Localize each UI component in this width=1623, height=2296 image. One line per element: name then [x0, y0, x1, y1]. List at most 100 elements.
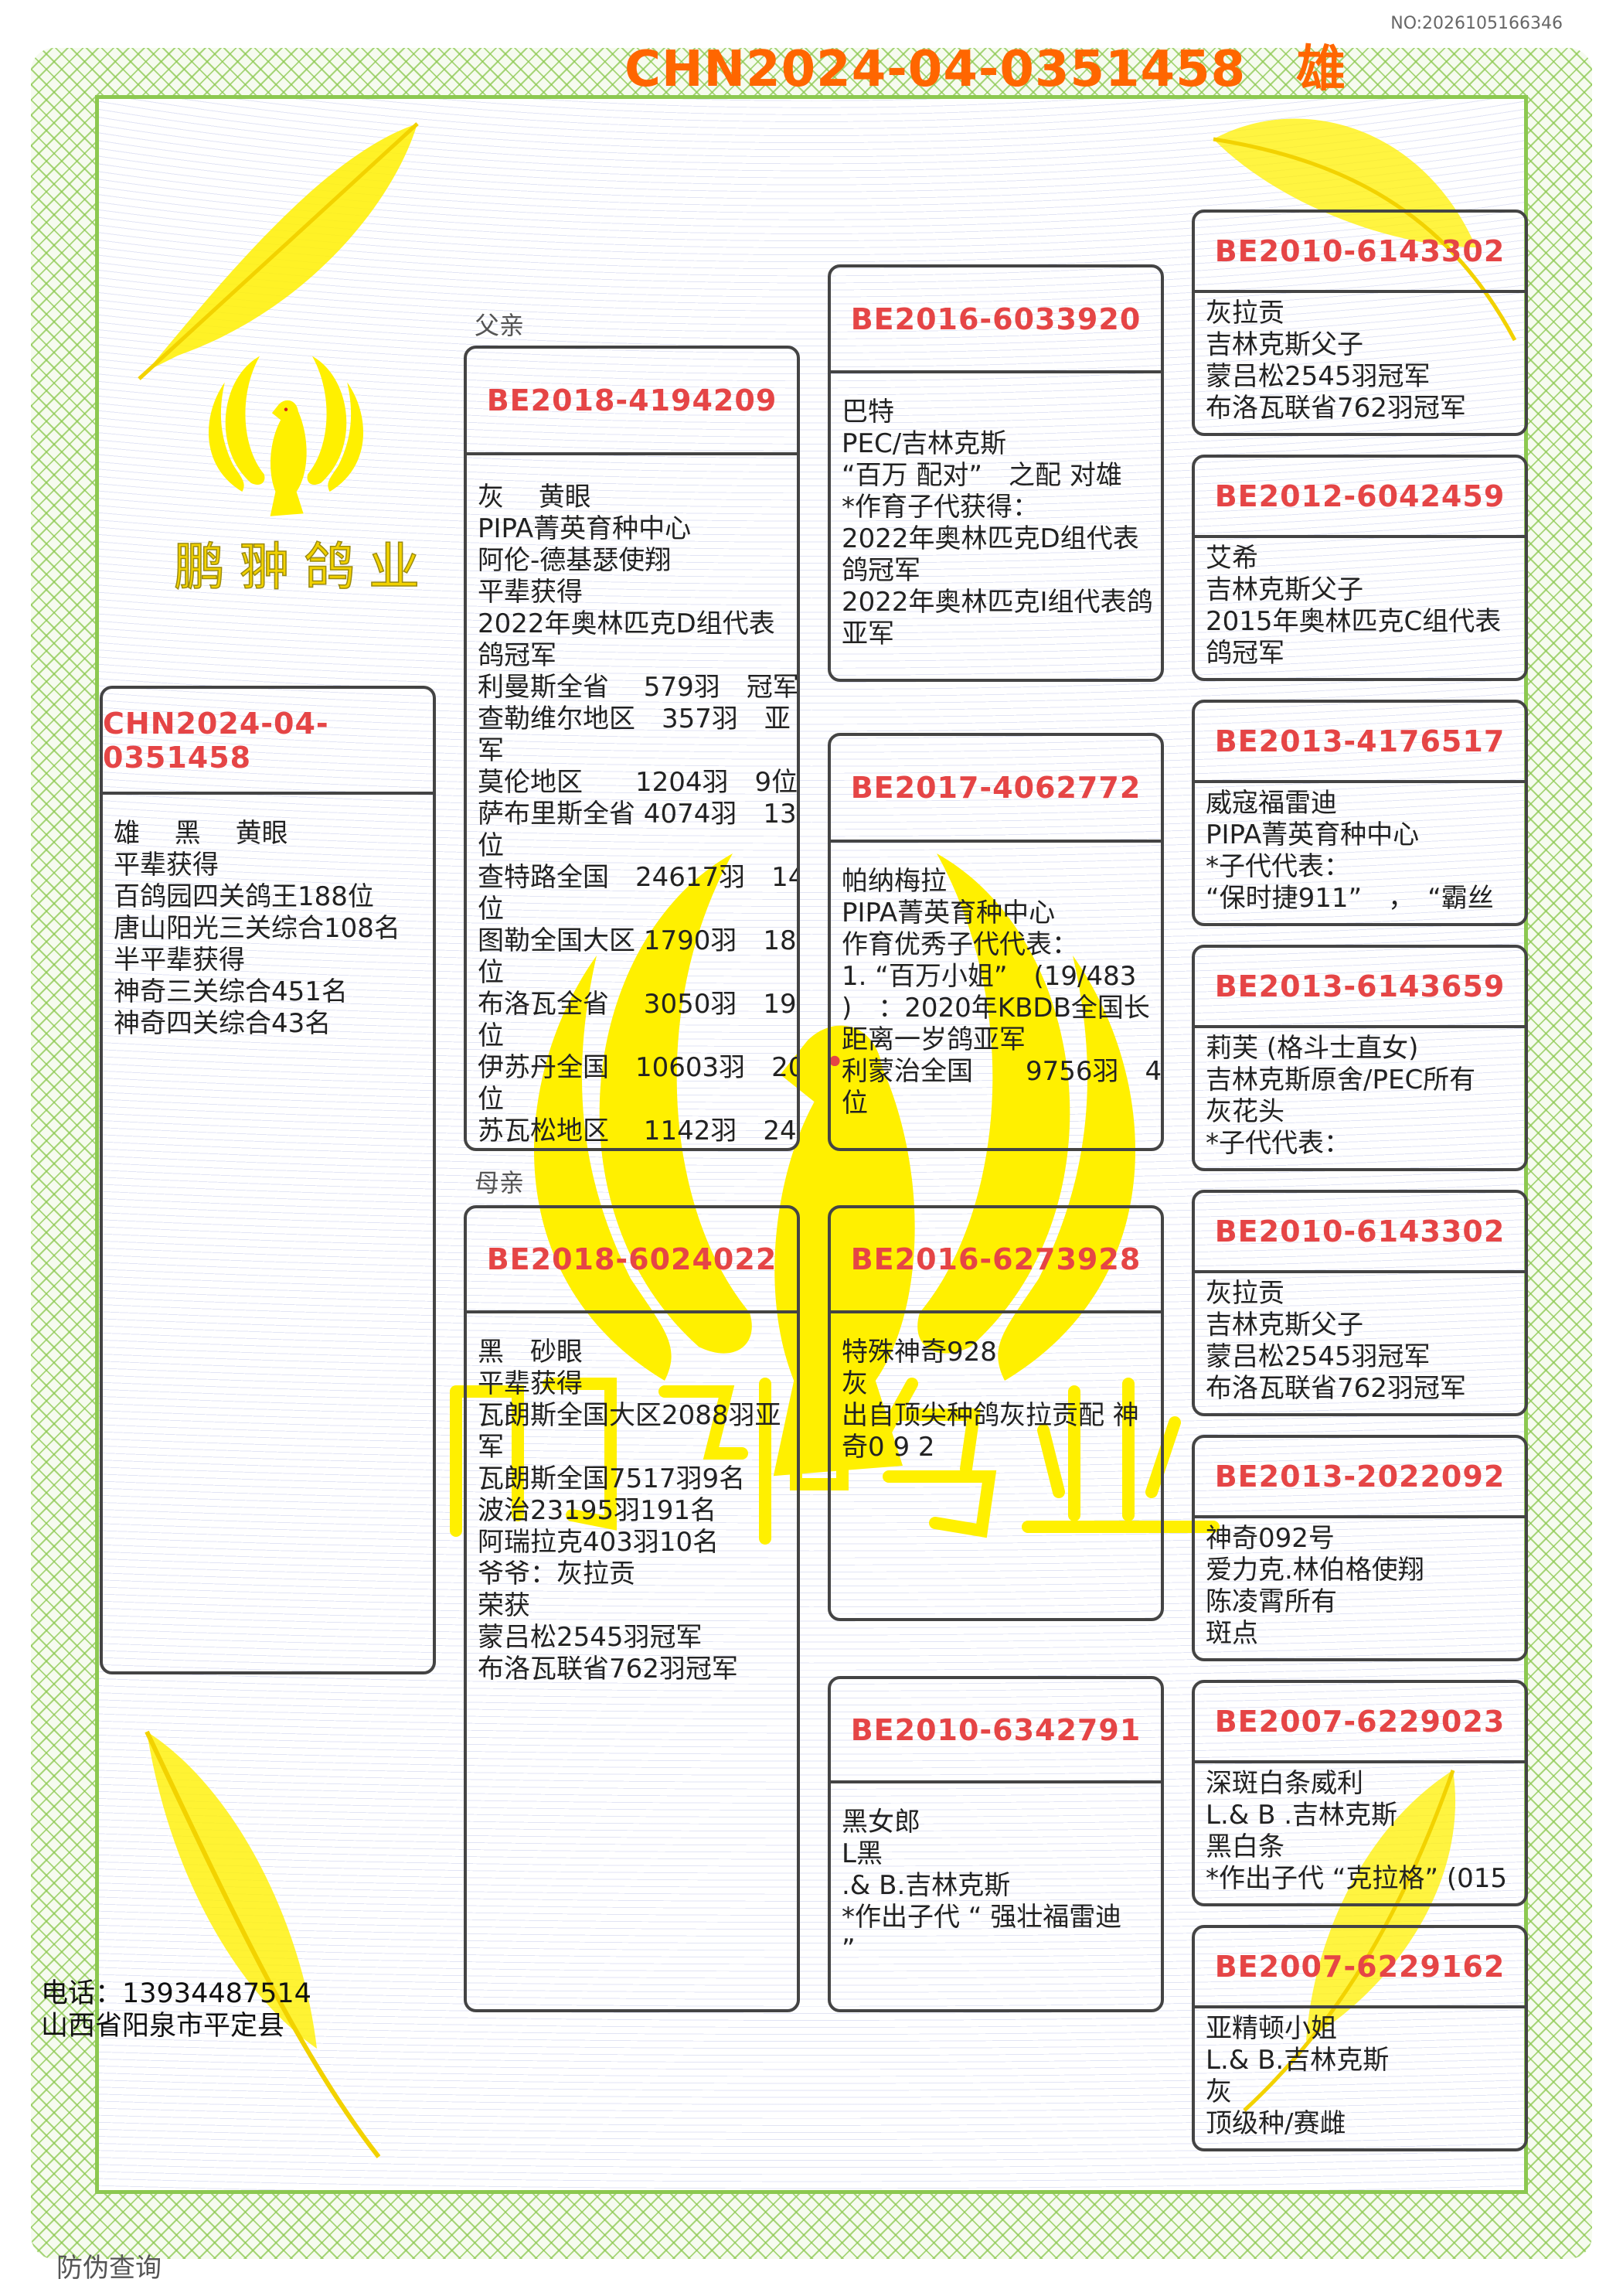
detail-line: 出自顶尖种鸽灰拉贡配 神	[842, 1400, 1139, 1431]
detail-line: 神奇四关综合43名	[114, 1008, 332, 1039]
detail-line: ) ：2020年KBDB全国长	[842, 993, 1150, 1024]
detail-line: 波治23195羽191名	[478, 1495, 717, 1526]
detail-line: 1. “百万小姐” (19/483	[842, 961, 1137, 992]
ring-number: BE2013-6143659	[1195, 948, 1525, 1028]
detail-line: 雄 黑 黄眼	[114, 818, 288, 849]
ring-number: BE2012-6042459	[1195, 458, 1525, 538]
detail-line: PIPA菁英育种中心	[842, 898, 1056, 928]
detail-line: 萨布里斯全省 4074羽 13	[478, 799, 797, 829]
detail-line: 查特路全国 24617羽 14	[478, 862, 797, 893]
address: 山西省阳泉市平定县	[41, 2011, 285, 2042]
anti-counterfeit-query-link[interactable]: 防伪查询	[56, 2253, 162, 2284]
detail-line: *作育子代获得：	[842, 492, 1039, 523]
phone-number: 电话：13934487514	[41, 1978, 311, 2009]
detail-line: 亚军	[842, 618, 894, 649]
detail-line: 瓦朗斯全国大区2088羽亚	[478, 1400, 781, 1431]
pigeon-details: 莉芙 (格斗士直女)吉林克斯原舍/PEC所有灰花头*子代代表：	[1195, 1028, 1525, 1160]
detail-line: 灰拉贡	[1206, 298, 1284, 329]
detail-line: 位	[478, 894, 504, 925]
detail-line: 深斑白条威利	[1206, 1768, 1363, 1799]
detail-line: 斑点	[1206, 1618, 1258, 1649]
sire-label: 父亲	[475, 311, 525, 340]
detail-line: 神奇092号	[1206, 1523, 1335, 1554]
detail-line: 阿瑞拉克403羽10名	[478, 1527, 720, 1558]
ring-number: BE2017-4062772	[831, 736, 1161, 843]
ring-number: CHN2024-04-0351458	[103, 689, 433, 795]
detail-line: 蒙吕松2545羽冠军	[1206, 1341, 1431, 1372]
detail-line: 位	[478, 830, 504, 861]
detail-line: 蒙吕松2545羽冠军	[478, 1622, 703, 1653]
detail-line: 平辈获得	[478, 577, 583, 608]
detail-line: 吉林克斯原舍/PEC所有	[1206, 1065, 1476, 1095]
detail-line: 莉芙 (格斗士直女)	[1206, 1033, 1419, 1064]
detail-line: 巴特	[842, 397, 894, 428]
detail-line: 布洛瓦全省 3050羽 19	[478, 989, 797, 1020]
detail-line: 亚精顿小姐	[1206, 2013, 1337, 2044]
certificate-title: CHN2024-04-0351458 雄	[624, 41, 1347, 98]
contact-info: 电话：13934487514 山西省阳泉市平定县	[41, 1977, 311, 2042]
detail-line: 艾希	[1206, 543, 1258, 574]
ring-number: BE2013-2022092	[1195, 1438, 1525, 1518]
detail-line: 2015年奥林匹克C组代表	[1206, 606, 1502, 637]
detail-line: “百万 配对” 之配 对雄	[842, 460, 1122, 491]
ring-number: BE2016-6273928	[831, 1208, 1161, 1313]
ring-number: BE2013-4176517	[1195, 703, 1525, 783]
detail-line: 灰 黄眼	[478, 482, 591, 513]
detail-line: 布洛瓦联省762羽冠军	[1206, 1373, 1466, 1404]
detail-line: “保时捷911” ， “霸丝	[1206, 883, 1494, 914]
detail-line: 苏瓦松地区 1142羽 24	[478, 1116, 797, 1146]
detail-line: 军	[478, 735, 504, 766]
detail-line: .& B.吉林克斯	[842, 1870, 1011, 1901]
ring-number: BE2010-6143302	[1195, 213, 1525, 293]
pigeon-details: 灰拉贡吉林克斯父子蒙吕松2545羽冠军布洛瓦联省762羽冠军	[1195, 293, 1525, 424]
detail-line: 爷爷：灰拉贡	[478, 1558, 635, 1589]
ring-number: BE2018-4194209	[467, 349, 797, 455]
detail-line: 位	[842, 1088, 868, 1119]
pigeon-details: 黑 砂眼平辈获得瓦朗斯全国大区2088羽亚军瓦朗斯全国7517羽9名波治2319…	[467, 1313, 797, 1685]
detail-line: 吉林克斯父子	[1206, 1310, 1363, 1340]
detail-line: 特殊神奇928	[842, 1337, 997, 1368]
detail-line: *子代代表：	[1206, 851, 1350, 882]
ring-number: BE2018-6024022	[467, 1208, 797, 1313]
detail-line: 图勒全国大区 1790羽 18	[478, 925, 797, 956]
detail-line: 阿伦-德基瑟使翔	[478, 545, 672, 576]
detail-line: 军	[478, 1432, 504, 1463]
detail-line: PIPA菁英育种中心	[1206, 819, 1420, 850]
detail-line: PIPA菁英育种中心	[478, 513, 692, 544]
detail-line: L.& B .吉林克斯	[1206, 1800, 1398, 1831]
detail-line: 灰	[1206, 2076, 1232, 2107]
detail-line: 吉林克斯父子	[1206, 574, 1363, 605]
detail-line: 灰拉贡	[1206, 1278, 1284, 1309]
detail-line: 位	[478, 957, 504, 988]
detail-line: 荣获	[478, 1590, 530, 1621]
detail-line: 百鸽园四关鸽王188位	[114, 881, 374, 912]
detail-line: 利曼斯全省 579羽 冠军	[478, 672, 797, 703]
pigeon-details: 神奇092号爱力克.林伯格使翔陈凌霄所有斑点	[1195, 1518, 1525, 1650]
detail-line: 陈凌霄所有	[1206, 1586, 1337, 1617]
detail-line: 距离一岁鸽亚军	[842, 1024, 1026, 1055]
detail-line: 鸽冠军	[1206, 638, 1284, 669]
detail-line: 吉林克斯父子	[1206, 329, 1363, 360]
detail-line: 莫伦地区 1204羽 9位	[478, 767, 797, 798]
detail-line: 平辈获得	[114, 850, 219, 881]
detail-line: L.& B.吉林克斯	[1206, 2045, 1390, 2076]
detail-line: L黑	[842, 1838, 883, 1869]
pigeon-details: 灰拉贡吉林克斯父子蒙吕松2545羽冠军布洛瓦联省762羽冠军	[1195, 1273, 1525, 1405]
detail-line: 位	[478, 1084, 504, 1115]
